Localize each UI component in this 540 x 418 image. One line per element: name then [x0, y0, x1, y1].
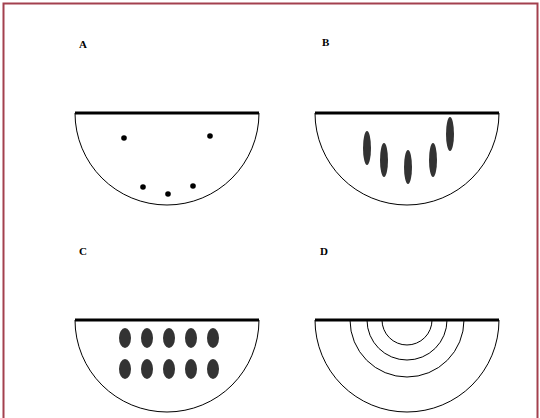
seed [141, 328, 153, 348]
seed [121, 135, 127, 141]
seed-streaks [363, 117, 454, 184]
melon-rind [75, 113, 259, 205]
melon-rind [315, 320, 499, 412]
cut-line [75, 319, 259, 322]
seed [446, 117, 454, 151]
seed [363, 131, 371, 165]
seed [190, 183, 196, 189]
seed [163, 359, 175, 379]
melon-rind [315, 113, 499, 205]
seed [141, 359, 153, 379]
seed [429, 143, 437, 177]
panel-letter: B [322, 37, 329, 48]
melon-c [75, 320, 259, 412]
seed-grid [119, 328, 219, 379]
seed [185, 359, 197, 379]
seed [185, 328, 197, 348]
seed [140, 184, 146, 190]
seed [207, 328, 219, 348]
seed [207, 359, 219, 379]
cut-line [75, 112, 259, 115]
panel-letter: C [79, 246, 87, 257]
panel-letter: A [79, 39, 87, 50]
melon-rind [75, 320, 259, 412]
cut-line [315, 319, 499, 322]
cut-line [315, 112, 499, 115]
ring-arc [382, 320, 432, 345]
seed-dots [121, 133, 213, 197]
seed [380, 143, 388, 177]
ring-arc [367, 320, 447, 360]
melon-b [315, 113, 499, 205]
panel-letter: D [320, 246, 328, 257]
seed [119, 328, 131, 348]
seed [119, 359, 131, 379]
melon-d [315, 320, 499, 412]
frame-border [4, 4, 538, 418]
seed [404, 150, 412, 184]
melon-a [75, 113, 259, 205]
seed [163, 328, 175, 348]
seed [207, 133, 213, 139]
ring-arc [350, 320, 464, 377]
seed [165, 191, 171, 197]
